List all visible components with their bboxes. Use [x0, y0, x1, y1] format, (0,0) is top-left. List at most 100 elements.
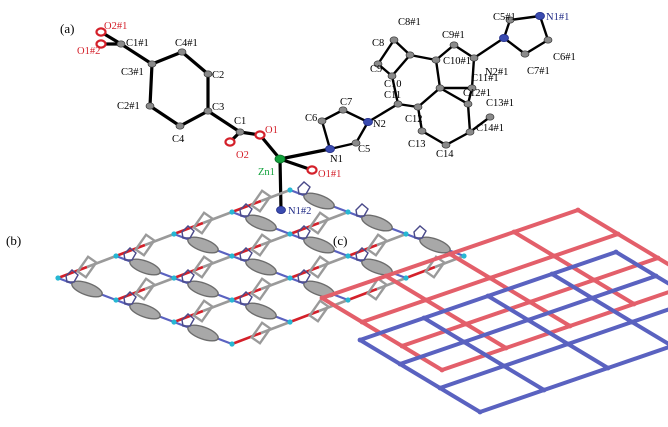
atom-c7-1	[520, 50, 530, 58]
red-net-edge	[576, 208, 620, 236]
bond	[472, 36, 506, 60]
zn-node	[171, 231, 177, 237]
blue-net-edge	[486, 272, 554, 298]
blue-net-edge	[526, 318, 570, 346]
atom-c10	[387, 72, 397, 80]
label-n1-2: N1#2	[288, 206, 311, 217]
bond	[258, 133, 282, 161]
label-c12: C12	[405, 114, 423, 125]
label-o1: O1	[265, 125, 278, 136]
blue-net-edge	[542, 366, 610, 392]
anthracene-core	[245, 214, 277, 232]
blue-net-edge	[654, 274, 668, 286]
label-c11: C11	[384, 90, 401, 101]
red-net-edge	[384, 274, 428, 302]
zn-node	[345, 297, 351, 303]
blue-net-edge	[358, 338, 402, 366]
label-c9-1: C9#1	[442, 30, 465, 41]
carbon-atoms	[116, 16, 553, 149]
blue-net-node	[421, 315, 427, 321]
linker-bond	[231, 199, 262, 214]
blue-net-node	[485, 293, 491, 299]
blue-net-edge	[590, 296, 634, 324]
label-c1: C1	[234, 116, 246, 127]
blue-net-edge	[630, 320, 668, 346]
benzene-ring	[424, 255, 446, 279]
linker-bond	[347, 243, 378, 258]
benzene-ring	[250, 189, 272, 213]
linker-bond	[318, 210, 349, 225]
zn-node	[229, 297, 235, 303]
label-c1-1: C1#1	[126, 38, 149, 49]
bond	[119, 42, 154, 66]
atom-zn1	[274, 154, 286, 164]
label-c3-1: C3#1	[121, 67, 144, 78]
blue-net-edge	[502, 364, 546, 392]
atom-c9	[405, 51, 415, 59]
linker-bond	[57, 265, 88, 280]
atom-c13-1	[467, 84, 477, 92]
bond	[416, 86, 472, 147]
label-o2: O2	[236, 150, 249, 161]
bond	[278, 147, 332, 161]
atom-c3-1	[147, 60, 157, 68]
atom-c14	[441, 141, 451, 149]
anthracene-core	[303, 192, 335, 210]
blue-net-edge	[526, 296, 594, 322]
red-net-node	[527, 299, 533, 305]
panel-a-label: (a)	[60, 21, 74, 36]
atom-c6-1	[543, 36, 553, 44]
imidazole-ring	[355, 203, 369, 217]
linker-bond	[260, 232, 291, 247]
atom-o1	[254, 130, 266, 140]
red-net-edge	[592, 256, 660, 282]
anthracene-core	[245, 258, 277, 276]
linker-bond	[86, 254, 117, 269]
label-n1-1: N1#1	[546, 12, 569, 23]
linker-bond	[260, 276, 291, 291]
red-net-edge	[656, 256, 668, 267]
blue-net-node	[501, 363, 507, 369]
atom-c12-1	[435, 84, 445, 92]
blue-net-node	[653, 273, 659, 279]
bond	[206, 109, 242, 134]
atom-o2-1	[95, 27, 107, 37]
imidazole-ring	[239, 247, 253, 261]
atom-labels: O2#1 O1#2 C1#1 C4#1 C3#1 C2 C2#1 C3 C4 C…	[77, 12, 576, 217]
benzene-ring	[308, 255, 330, 279]
bonds	[99, 30, 332, 212]
atom-c9-1	[449, 41, 459, 49]
interpenetrated-nets	[319, 207, 668, 415]
zn-node	[113, 253, 119, 259]
blue-net-edge	[590, 274, 658, 300]
blue-net-edge	[438, 364, 506, 390]
blue-net-edge	[566, 342, 610, 370]
linker-bond	[202, 298, 233, 313]
zn-node	[403, 231, 409, 237]
blue-net-edge	[398, 362, 442, 390]
linker-bond	[376, 232, 407, 247]
label-o1-1: O1#1	[318, 169, 341, 180]
bond	[376, 38, 412, 78]
label-c2-1: C2#1	[117, 101, 140, 112]
benzene-ring	[308, 299, 330, 323]
label-c7: C7	[340, 97, 352, 108]
zn-node	[229, 341, 235, 347]
label-c4: C4	[172, 134, 185, 145]
blue-net-edge	[398, 340, 466, 366]
atom-c11	[393, 100, 403, 108]
zn-node	[287, 187, 293, 193]
red-net-node	[383, 273, 389, 279]
atom-c14b	[463, 100, 473, 108]
blue-net-node	[461, 339, 467, 345]
zn-node	[345, 209, 351, 215]
benzene-ring	[192, 255, 214, 279]
label-c3: C3	[212, 102, 224, 113]
zn-node	[461, 253, 467, 259]
bond	[278, 157, 283, 212]
red-net-node	[567, 323, 573, 329]
panel-b-label: (b)	[6, 233, 21, 248]
red-net-node	[423, 297, 429, 303]
linker-bond	[376, 276, 407, 291]
imidazole-ring	[181, 313, 195, 327]
